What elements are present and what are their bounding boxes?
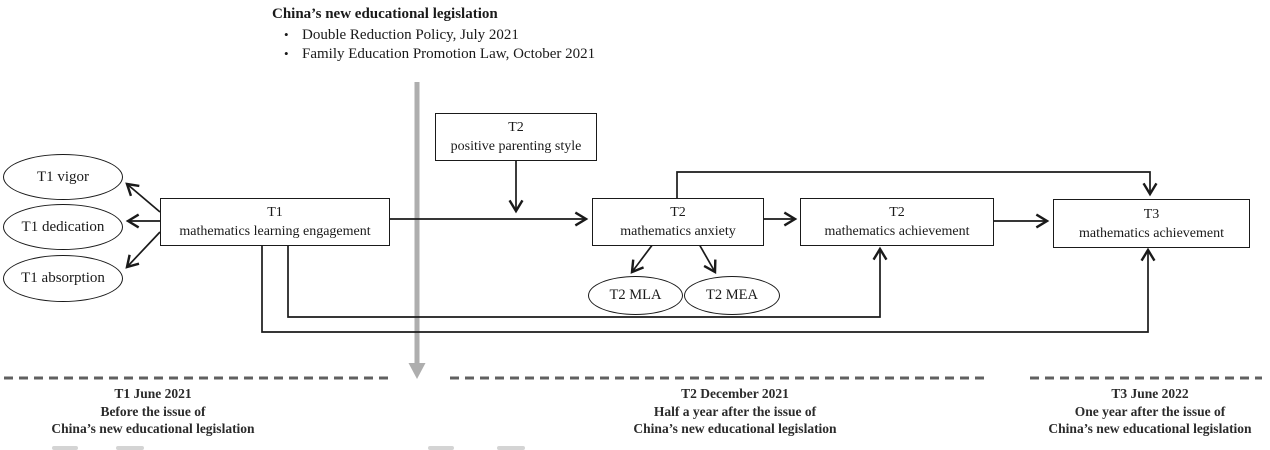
gray-down-arrow-icon	[408, 363, 426, 379]
ellipse-t1-vigor: T1 vigor	[3, 154, 123, 200]
timeline-t3-line2: One year after the issue of	[1074, 403, 1226, 419]
ellipse-t1-dedication-label: T1 dedication	[21, 218, 105, 235]
ellipse-t1-dedication: T1 dedication	[3, 204, 123, 250]
arrow-anxiety-to-t3-achievement	[676, 171, 1158, 198]
box-parenting-line1: T2	[508, 120, 524, 135]
cutoff-text-artifact	[116, 446, 144, 450]
arrow-engagement-to-absorption	[125, 231, 161, 269]
legislation-note-heading: China’s new educational legislation	[272, 6, 498, 22]
bullet-icon: •	[284, 27, 289, 42]
box-t2-mathematics-achievement: T2 mathematics achievement	[800, 198, 994, 246]
box-t3-achievement-line1: T3	[1143, 206, 1160, 222]
arrow-engagement-to-t2-achievement	[287, 244, 888, 318]
box-parenting-line2: positive parenting style	[450, 139, 582, 154]
legislation-bullet-1: • Double Reduction Policy, July 2021	[272, 27, 595, 43]
box-t2-positive-parenting-style: T2 positive parenting style	[435, 113, 597, 161]
ellipse-t2-mea-label: T2 MEA	[706, 287, 758, 303]
timeline-label-t3: T3 June 2022 One year after the issue of…	[1000, 385, 1270, 438]
arrow-engagement-to-vigor	[125, 182, 161, 213]
timeline-t2-line2: Half a year after the issue of	[653, 403, 817, 419]
ellipse-t2-mea: T2 MEA	[684, 276, 780, 315]
ellipse-t1-vigor-label: T1 vigor	[36, 168, 90, 185]
arrow-anxiety-to-mea	[698, 243, 717, 275]
cutoff-text-artifact	[52, 446, 78, 450]
timeline-t1-line3: China’s new educational legislation	[51, 421, 255, 436]
box-engagement-line1: T1	[267, 205, 283, 220]
box-t3-achievement-line2: mathematics achievement	[1079, 225, 1224, 241]
box-anxiety-line2: mathematics anxiety	[620, 224, 736, 239]
box-t2-achievement-line1: T2	[889, 205, 905, 220]
timeline-t2-line1: T2 December 2021	[681, 386, 789, 401]
box-engagement-line2: mathematics learning engagement	[179, 224, 371, 239]
ellipse-t1-absorption: T1 absorption	[3, 255, 123, 302]
arrow-anxiety-to-mla	[630, 243, 654, 274]
bullet-icon: •	[284, 46, 289, 61]
ellipse-t2-mla: T2 MLA	[588, 276, 683, 315]
timeline-t3-line1: T3 June 2022	[1111, 386, 1189, 401]
legislation-note: China’s new educational legislation • Do…	[272, 6, 595, 65]
box-t2-mathematics-anxiety: T2 mathematics anxiety	[592, 198, 764, 246]
box-t1-mathematics-learning-engagement: T1 mathematics learning engagement	[160, 198, 390, 246]
timeline-t3-line3: China’s new educational legislation	[1048, 421, 1252, 436]
cutoff-text-artifact	[497, 446, 525, 450]
legislation-bullet-1-text: Double Reduction Policy, July 2021	[302, 27, 519, 43]
box-anxiety-line1: T2	[670, 205, 686, 220]
timeline-t1-line1: T1 June 2021	[114, 386, 192, 401]
cutoff-text-artifact	[428, 446, 454, 450]
box-t3-mathematics-achievement: T3 mathematics achievement	[1053, 199, 1250, 248]
timeline-t1-line2: Before the issue of	[100, 403, 206, 419]
arrow-engagement-to-t3-achievement	[261, 244, 1156, 333]
box-t2-achievement-line2: mathematics achievement	[824, 224, 970, 239]
legislation-bullet-2: • Family Education Promotion Law, Octobe…	[272, 46, 595, 62]
timeline-t2-line3: China’s new educational legislation	[633, 421, 837, 436]
timeline-label-t1: T1 June 2021 Before the issue of China’s…	[3, 385, 303, 438]
timeline-label-t2: T2 December 2021 Half a year after the i…	[585, 385, 885, 438]
ellipse-t2-mla-label: T2 MLA	[609, 287, 662, 303]
legislation-bullet-2-text: Family Education Promotion Law, October …	[302, 46, 596, 62]
ellipse-t1-absorption-label: T1 absorption	[21, 270, 105, 286]
